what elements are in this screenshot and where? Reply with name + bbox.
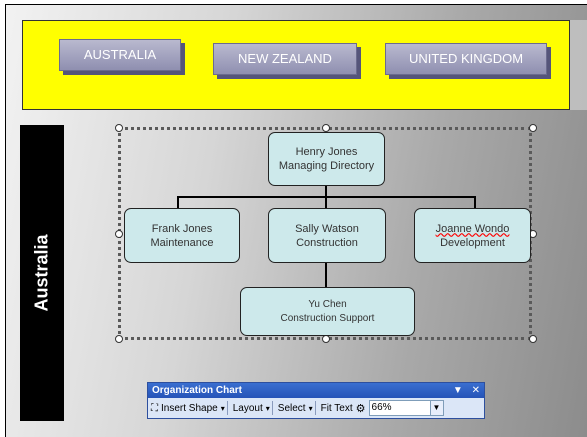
org-box-construction[interactable]: Sally Watson Construction [268, 208, 386, 263]
separator [226, 401, 228, 415]
zoom-select[interactable]: 66% [368, 400, 431, 416]
org-name: Yu Chen [308, 298, 347, 310]
zoom-icon[interactable]: ⚙ [355, 402, 366, 415]
toolbar-controls: ▼ ✕ [453, 383, 480, 398]
org-box-development[interactable]: Joanne Wondo Development [414, 208, 531, 263]
chevron-down-icon[interactable]: ▾ [308, 403, 313, 413]
org-role: Maintenance [150, 236, 214, 249]
resize-handle-tc[interactable] [322, 124, 330, 132]
org-box-construction-support[interactable]: Yu Chen Construction Support [240, 287, 415, 336]
org-name: Joanne Wondo [435, 222, 510, 235]
toolbar-title-bar[interactable]: Organization Chart ▼ ✕ [148, 383, 484, 398]
org-name: Sally Watson [295, 222, 359, 235]
org-role: Managing Directory [278, 160, 375, 172]
tab-united-kingdom[interactable]: UNITED KINGDOM [385, 43, 547, 75]
org-role: Development [440, 236, 505, 249]
connector-horizontal [177, 196, 475, 198]
resize-handle-br[interactable] [529, 335, 537, 343]
org-box-managing-director[interactable]: Henry Jones Managing Directory [268, 132, 385, 186]
org-name: Henry Jones [295, 146, 358, 158]
toolbar-row: ⛶ Insert Shape ▾ Layout ▾ Select ▾ Fit T… [148, 398, 484, 418]
tab-new-zealand[interactable]: NEW ZEALAND [213, 43, 357, 75]
banner-shadow: AUSTRALIA NEW ZEALAND UNITED KINGDOM [22, 20, 587, 110]
toolbar-title: Organization Chart [152, 385, 243, 396]
select-button[interactable]: Select [277, 402, 306, 414]
chevron-down-icon[interactable]: ▼ [429, 400, 444, 416]
insert-shape-icon: ⛶ [151, 402, 158, 414]
organization-chart-toolbar: Organization Chart ▼ ✕ ⛶ Insert Shape ▾ … [147, 382, 485, 419]
resize-handle-ml[interactable] [115, 230, 123, 238]
insert-shape-button[interactable]: Insert Shape [161, 402, 218, 414]
chevron-down-icon[interactable]: ▾ [265, 403, 270, 413]
connector-right-down [474, 196, 476, 209]
country-banner: AUSTRALIA NEW ZEALAND UNITED KINGDOM [22, 20, 570, 110]
connector-left-down [177, 196, 179, 209]
toolbar-options-icon[interactable]: ▼ [452, 385, 463, 396]
resize-handle-bc[interactable] [322, 335, 330, 343]
tab-australia[interactable]: AUSTRALIA [59, 39, 181, 71]
fit-text-button[interactable]: Fit Text [320, 402, 353, 414]
resize-handle-tl[interactable] [115, 124, 123, 132]
chevron-down-icon[interactable]: ▾ [220, 403, 225, 413]
org-role: Construction Support [280, 312, 375, 324]
connector-center-down [325, 261, 327, 287]
close-icon[interactable]: ✕ [471, 385, 480, 396]
layout-button[interactable]: Layout [232, 402, 263, 414]
org-role: Construction [296, 236, 358, 249]
separator [314, 401, 316, 415]
resize-handle-bl[interactable] [115, 335, 123, 343]
org-name: Frank Jones [151, 222, 213, 235]
side-label-text: Australia [31, 234, 52, 312]
separator [271, 401, 273, 415]
org-box-maintenance[interactable]: Frank Jones Maintenance [124, 208, 240, 263]
country-side-label: Australia [20, 125, 64, 421]
resize-handle-tr[interactable] [529, 124, 537, 132]
